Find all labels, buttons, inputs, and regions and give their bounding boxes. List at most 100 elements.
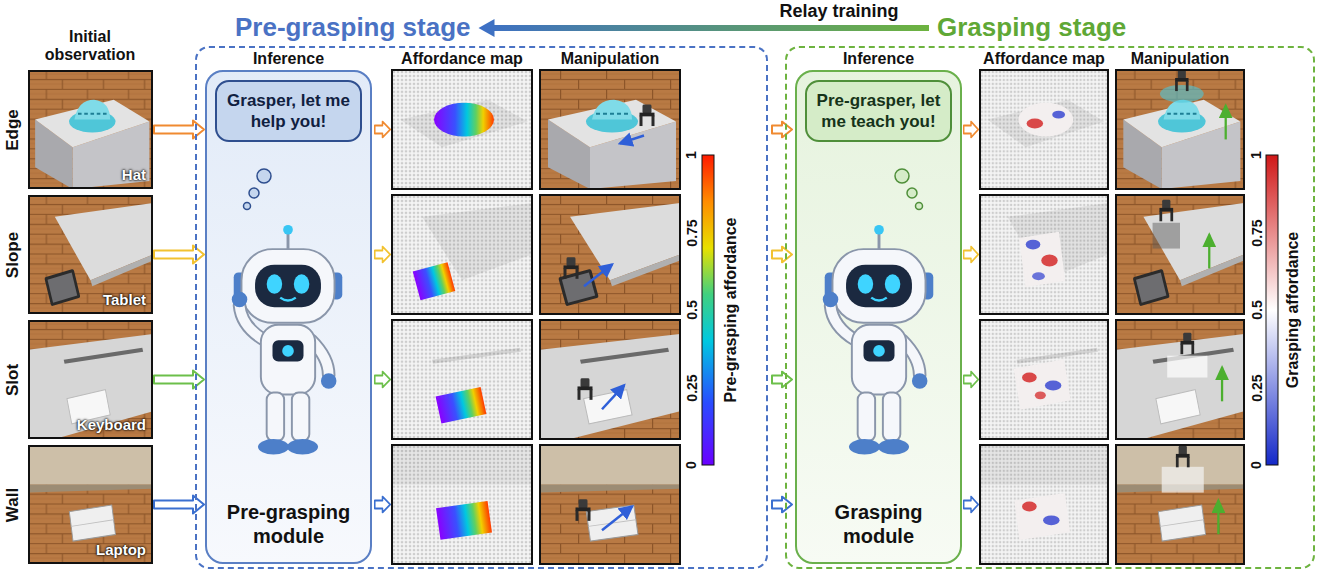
stage-heading: Pre-grasping stage <box>235 12 471 42</box>
affordance-image <box>980 445 1108 564</box>
affordance-image <box>980 320 1108 439</box>
colorbar <box>1266 155 1278 465</box>
tile-frames <box>392 70 1244 564</box>
affordance-image <box>392 445 532 564</box>
relay-arrow <box>479 19 930 37</box>
edge-label: Relay training <box>778 1 901 21</box>
stage-panel: Pre-grasping stageAffordance mapManipula… <box>195 46 768 569</box>
module-box: InferencePre-grasping moduleGrasper, let… <box>205 70 372 564</box>
manipulation-image <box>540 445 680 564</box>
tick-label: 0.75 <box>1248 219 1264 246</box>
illustration-part <box>392 320 532 439</box>
tick-label: 0.25 <box>1248 374 1264 401</box>
tick-label: 0.5 <box>1248 300 1264 319</box>
illustration-part <box>980 195 1108 314</box>
tick-label: 0 <box>1248 461 1264 469</box>
tick-label: 0.25 <box>683 374 699 401</box>
illustration-part <box>540 445 680 564</box>
scene-image <box>28 445 153 564</box>
illustration-part <box>540 320 680 439</box>
illustration-part <box>1116 320 1244 439</box>
observation-tile: Tablet <box>28 195 153 314</box>
tick-label: 1 <box>1248 151 1264 159</box>
robot-figure <box>823 225 933 455</box>
speech-bubble: Grasper, let me help you! <box>215 80 362 142</box>
tile-caption: Laptop <box>96 541 146 559</box>
illustration-part <box>375 372 390 388</box>
thought-dots <box>895 169 923 210</box>
tick-label: 0 <box>683 461 699 469</box>
illustration-part <box>1116 70 1244 189</box>
scene-image <box>28 195 153 314</box>
scene-image <box>28 320 153 439</box>
column-header: Manipulation <box>1100 50 1260 68</box>
affordance-image <box>392 320 532 439</box>
manipulation-image <box>1116 445 1244 564</box>
illustration-part <box>540 195 680 314</box>
column-header: Initial observation <box>30 28 150 64</box>
illustration-part <box>980 70 1108 189</box>
row-label: Edge <box>3 109 23 151</box>
illustration-part <box>257 169 271 183</box>
illustration-part <box>392 195 532 314</box>
manipulation-image <box>540 70 680 189</box>
manipulation-image <box>540 320 680 439</box>
manipulation-image <box>540 195 680 314</box>
module-header: Inference <box>207 50 370 68</box>
colorbar <box>702 155 714 465</box>
illustration-part <box>980 320 1108 439</box>
illustration-part <box>1116 445 1244 564</box>
row-label: Wall <box>3 487 23 521</box>
manipulation-image <box>1116 320 1244 439</box>
column-header: Manipulation <box>530 50 690 68</box>
module-name: Grasping module <box>801 500 956 548</box>
illustration-part <box>916 203 923 210</box>
module-fill <box>205 70 372 564</box>
tick-label: 0.75 <box>683 219 699 246</box>
affordance-image <box>980 195 1108 314</box>
illustration-part <box>772 247 792 263</box>
illustration-part <box>540 70 680 189</box>
illustration-part <box>964 122 979 138</box>
module-header: Inference <box>797 50 960 68</box>
tick-label: 1 <box>683 151 699 159</box>
stage-panel: Grasping stageAffordance mapManipulation… <box>785 46 1315 569</box>
tile-caption: Tablet <box>103 291 146 309</box>
speech-text: Pre-grasper, let me teach you! <box>813 90 944 132</box>
colorbar-title: Pre-grasping affordance <box>722 218 740 403</box>
manipulation-image <box>1116 70 1244 189</box>
manipulation-image <box>1116 195 1244 314</box>
illustration-part <box>244 203 251 210</box>
row-label: Slot <box>3 363 23 395</box>
stage-heading: Grasping stage <box>937 12 1126 42</box>
illustration-part <box>964 247 979 263</box>
scene-image <box>28 70 153 189</box>
tile-caption: Keyboard <box>77 416 146 434</box>
illustration-part <box>375 122 390 138</box>
illustration-part <box>907 188 917 198</box>
observation-tile: Hat <box>28 70 153 189</box>
column-header: Affordance map <box>382 50 542 68</box>
affordance-image <box>392 70 532 189</box>
illustration-part <box>1116 195 1244 314</box>
observation-tile: Keyboard <box>28 320 153 439</box>
affordance-image <box>980 70 1108 189</box>
speech-text: Grasper, let me help you! <box>223 90 354 132</box>
thought-dots <box>244 169 272 210</box>
module-fill <box>795 70 962 564</box>
illustration-part <box>375 497 390 513</box>
illustration-part <box>980 445 1108 564</box>
illustration-part <box>772 372 792 388</box>
illustration-part <box>772 497 792 513</box>
row-label: Slope <box>3 231 23 277</box>
flow-arrows <box>375 122 979 513</box>
module-box: InferenceGrasping modulePre-grasper, let… <box>795 70 962 564</box>
illustration-part <box>772 122 792 138</box>
illustration-part <box>375 247 390 263</box>
colorbar-title: Grasping affordance <box>1284 232 1302 388</box>
affordance-image <box>392 195 532 314</box>
tick-label: 0.5 <box>683 300 699 319</box>
column-header: Affordance map <box>964 50 1124 68</box>
